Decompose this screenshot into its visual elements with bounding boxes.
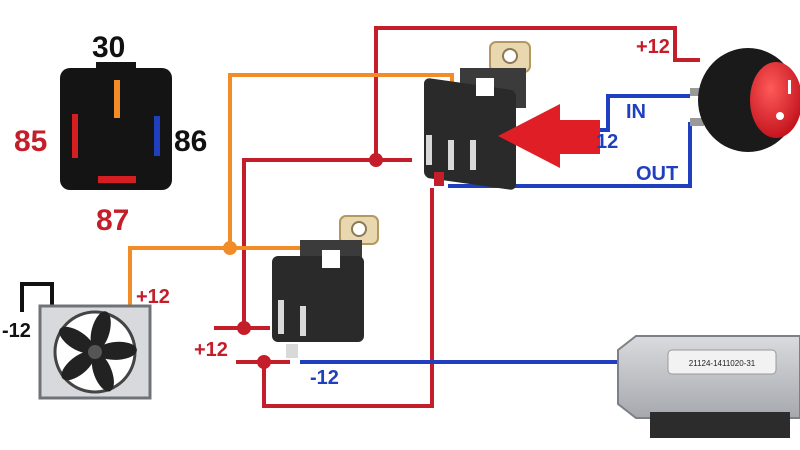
ecu-body <box>617 335 800 419</box>
switch-terminal <box>690 118 704 126</box>
relay-2-body <box>272 256 364 342</box>
relay-1-pin <box>448 140 454 170</box>
relay-1-pin <box>426 135 432 165</box>
top-plus12-label: +12 <box>636 36 670 58</box>
relay-1-pin <box>470 140 476 170</box>
relay-pinout-diagram: 30 85 86 87 <box>14 31 207 237</box>
relay-2-pin <box>278 300 284 334</box>
red-arrow-icon <box>498 104 600 168</box>
rocker-switch-icon <box>690 48 800 152</box>
relay-1-body <box>424 78 516 190</box>
relay-2-pin <box>300 306 306 336</box>
relay-1-mount-hole <box>502 48 518 64</box>
fan-minus12-label: -12 <box>2 320 31 342</box>
wire-red-top-plus12 <box>374 26 700 160</box>
relay-1 <box>424 41 531 190</box>
wire-red-bottom-loop <box>262 188 434 408</box>
ecu-connector <box>650 412 790 438</box>
fan-hub <box>88 345 102 359</box>
switch-in-label: IN <box>626 101 646 123</box>
relay2-plus12-label: +12 <box>194 339 228 361</box>
switch-on-mark <box>788 80 791 94</box>
pinout-pin-85 <box>72 114 78 158</box>
relay-1-pin-87 <box>434 172 444 186</box>
relay-2-pin-87 <box>286 344 298 358</box>
pinout-relay-body <box>60 68 172 190</box>
relay-2-label-plate <box>322 250 340 268</box>
junction-dot <box>369 153 383 167</box>
pin-87-label: 87 <box>96 204 129 237</box>
pinout-pin-30 <box>114 80 120 118</box>
pin-30-label: 30 <box>92 31 125 64</box>
relay-1-label-plate <box>476 78 494 96</box>
pinout-pin-86 <box>154 116 160 156</box>
fan-blades <box>59 311 137 392</box>
wire-blue-switch-out <box>448 122 692 188</box>
switch-12-label: 12 <box>596 131 618 153</box>
wiring <box>20 26 700 408</box>
fan-plus12-label: +12 <box>136 286 170 308</box>
ecu-part-number: 21124-1411020-31 <box>689 359 756 368</box>
switch-off-mark <box>776 112 784 120</box>
junction-dot <box>257 355 271 369</box>
switch-rocker <box>750 62 800 138</box>
junction-dot <box>237 321 251 335</box>
pin-85-label: 85 <box>14 125 47 158</box>
relay-2 <box>272 215 379 358</box>
junctions <box>223 153 383 369</box>
pinout-relay-tab <box>96 62 136 70</box>
pinout-pin-87 <box>98 176 136 183</box>
switch-terminal <box>690 88 704 96</box>
ecu-label-sticker <box>667 349 777 375</box>
ecu-module-icon: 21124-1411020-31 <box>617 335 800 438</box>
relay-2-mount-hole <box>351 221 367 237</box>
pin-86-label: 86 <box>174 125 207 158</box>
relay2-minus12-label: -12 <box>310 367 339 389</box>
junction-dot <box>223 241 237 255</box>
radiator-fan-icon <box>38 304 152 400</box>
switch-out-label: OUT <box>636 163 678 185</box>
wire-black-ground <box>20 282 54 312</box>
